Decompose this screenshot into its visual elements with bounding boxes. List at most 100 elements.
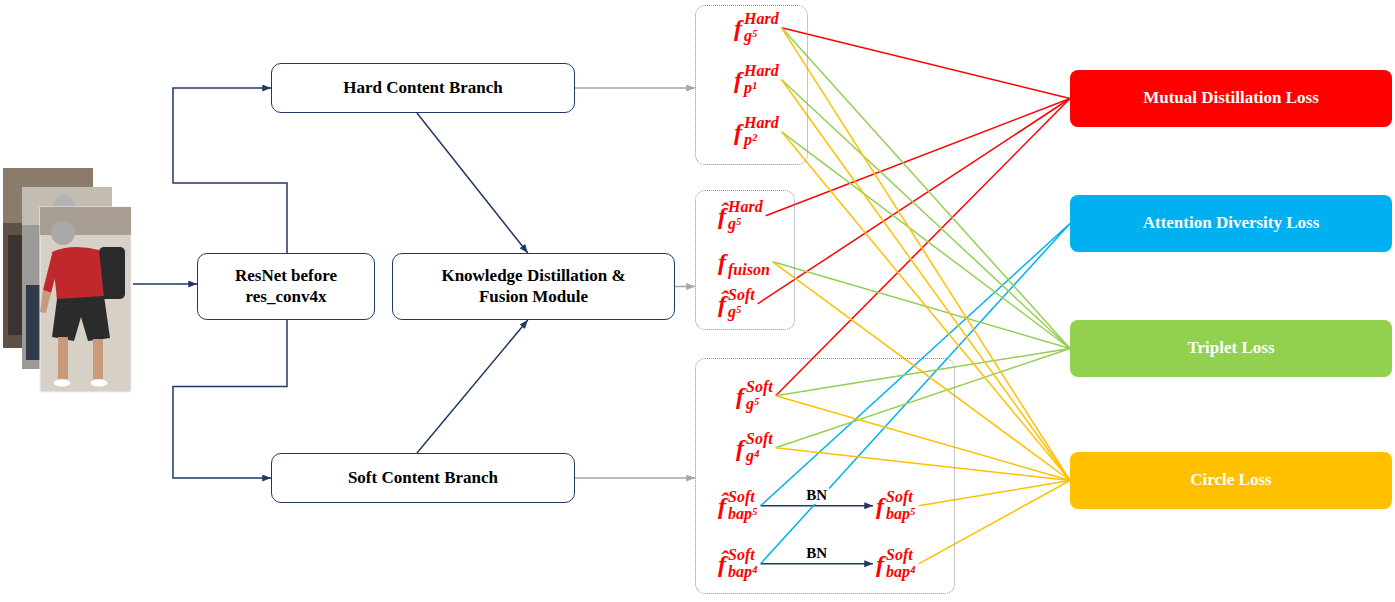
feature-superscript: Soft	[728, 547, 758, 564]
box-label: ResNet before res_conv4x	[222, 266, 350, 307]
index-stack: Softbap⁴	[886, 547, 916, 581]
box-label: Soft Content Branch	[348, 468, 498, 488]
feature-symbol-main: f	[876, 552, 884, 576]
feature-superscript: Hard	[744, 63, 779, 80]
feature-symbol-main: f	[718, 250, 726, 274]
input-arrow	[133, 283, 197, 285]
connector	[782, 80, 1070, 481]
feature-superscript: Soft	[728, 287, 755, 304]
feature-superscript: Soft	[746, 431, 773, 448]
feature-symbol: fSoftbap⁵	[876, 489, 916, 523]
feature-symbol-main: f	[736, 384, 744, 408]
connector	[761, 505, 873, 507]
box-label: Knowledge Distillation & Fusion Module	[417, 266, 650, 307]
feature-symbol: f̂Hardg⁵	[718, 199, 763, 233]
loss-box: Circle Loss	[1070, 452, 1392, 509]
feature-symbol-main: f	[734, 120, 742, 144]
feature-subscript: g⁴	[746, 448, 773, 465]
branch-box: Hard Content Branch	[271, 63, 575, 113]
feature-subscript: g⁵	[744, 28, 779, 45]
feature-symbol-main: f̂	[718, 494, 726, 518]
feature-symbol: fSoftbap⁴	[876, 547, 916, 581]
index-stack: fuison	[728, 245, 770, 279]
feature-superscript: Soft	[886, 489, 916, 506]
branch-box: Soft Content Branch	[271, 453, 575, 503]
feature-subscript: p¹	[744, 80, 779, 97]
feature-symbol: fHardg⁵	[734, 11, 779, 45]
feature-subscript: fuison	[728, 262, 770, 279]
connector	[776, 99, 1070, 396]
index-stack: Softbap⁵	[728, 489, 758, 523]
feature-subscript: p²	[744, 132, 779, 149]
connector	[782, 132, 1070, 481]
feature-superscript: Soft	[746, 379, 773, 396]
index-stack: Hardp²	[744, 115, 779, 149]
photo-front	[40, 207, 131, 392]
index-spacer	[728, 245, 770, 262]
box-label: Mutual Distillation Loss	[1143, 88, 1319, 108]
feature-symbol-main: f̂	[718, 292, 726, 316]
loss-box: Attention Diversity Loss	[1070, 195, 1392, 252]
connector	[575, 477, 695, 479]
connector	[173, 88, 287, 253]
connector	[776, 396, 1070, 481]
feature-subscript: bap⁴	[886, 564, 916, 581]
connector	[782, 132, 1070, 349]
feature-subscript: bap⁴	[728, 564, 758, 581]
feature-symbol-main: f	[734, 16, 742, 40]
loss-box: Mutual Distillation Loss	[1070, 70, 1392, 127]
connector	[417, 113, 528, 253]
feature-symbol-main: f̂	[718, 204, 726, 228]
connector	[782, 28, 1070, 99]
connector	[773, 262, 1070, 481]
edge-label: BN	[804, 487, 829, 504]
feature-symbol: f̂Softbap⁴	[718, 547, 758, 581]
feature-symbol-main: f	[876, 494, 884, 518]
connector	[675, 286, 695, 288]
connector	[919, 481, 1070, 564]
feature-symbol: f̂Softg⁵	[718, 287, 755, 321]
backbone-box: ResNet before res_conv4x	[197, 253, 375, 320]
connector	[782, 80, 1070, 349]
connector	[782, 28, 1070, 481]
index-stack: Softg⁴	[746, 431, 773, 465]
feature-superscript: Soft	[886, 547, 916, 564]
feature-symbol-main: f	[736, 436, 744, 460]
feature-subscript: g⁵	[728, 216, 763, 233]
feature-symbol-main: f	[734, 68, 742, 92]
feature-superscript: Hard	[728, 199, 763, 216]
feature-subscript: g⁵	[746, 396, 773, 413]
box-label: Hard Content Branch	[343, 78, 503, 98]
feature-symbol-main: f̂	[718, 552, 726, 576]
connector	[761, 224, 1070, 564]
connector	[776, 349, 1070, 448]
connector	[173, 320, 287, 478]
feature-symbol: fSoftg⁴	[736, 431, 773, 465]
feature-subscript: bap⁵	[886, 506, 916, 523]
connector-group	[173, 28, 1070, 564]
feature-group: fHardg⁵fHardp¹fHardp²	[695, 5, 808, 165]
feature-symbol: fSoftg⁵	[736, 379, 773, 413]
index-stack: Hardp¹	[744, 63, 779, 97]
feature-symbol: fHardp¹	[734, 63, 779, 97]
index-stack: Softg⁵	[728, 287, 755, 321]
connector	[758, 99, 1070, 304]
feature-symbol: f̂Softbap⁵	[718, 489, 758, 523]
feature-subscript: g⁵	[728, 304, 755, 321]
connector	[417, 320, 528, 453]
box-label: Triplet Loss	[1187, 338, 1274, 358]
box-label: Attention Diversity Loss	[1143, 213, 1320, 233]
connector	[575, 87, 695, 89]
index-stack: Softbap⁴	[728, 547, 758, 581]
connector	[776, 448, 1070, 481]
feature-group: f̂Hardg⁵ffuisonf̂Softg⁵	[695, 190, 795, 330]
feature-subscript: bap⁵	[728, 506, 758, 523]
feature-superscript: Hard	[744, 11, 779, 28]
feature-symbol: ffuison	[718, 245, 770, 279]
edge-label: BN	[804, 545, 829, 562]
feature-superscript: Hard	[744, 115, 779, 132]
index-stack: Softg⁵	[746, 379, 773, 413]
feature-symbol: fHardp²	[734, 115, 779, 149]
fusion-module-box: Knowledge Distillation & Fusion Module	[392, 253, 675, 320]
